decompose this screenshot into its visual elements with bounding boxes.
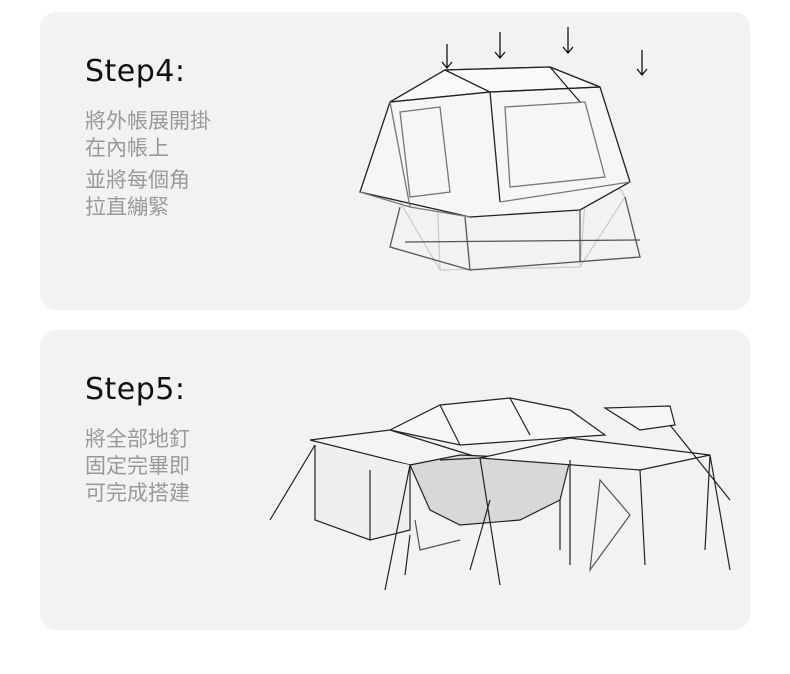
desc-line: 並將每個角 xyxy=(85,168,190,192)
step5-description: 將全部地釘固定完畢即可完成搭建 xyxy=(85,426,190,512)
desc-line: 將外帳展開掛 xyxy=(85,109,211,133)
desc-line: 在內帳上 xyxy=(85,136,169,160)
step4-title: Step4: xyxy=(85,54,186,89)
step4-card: Step4: 將外帳展開掛在內帳上 並將每個角拉直繃緊 xyxy=(40,12,750,310)
step4-description: 將外帳展開掛在內帳上 並將每個角拉直繃緊 xyxy=(85,108,211,226)
tent-flysheet-illustration xyxy=(359,27,648,271)
desc-line: 拉直繃緊 xyxy=(85,195,169,219)
desc-line: 可完成搭建 xyxy=(85,481,190,505)
desc-line: 固定完畢即 xyxy=(85,454,190,478)
desc-line: 將全部地釘 xyxy=(85,427,190,451)
tent-complete-illustration xyxy=(269,397,731,591)
step5-title: Step5: xyxy=(85,372,186,407)
step5-card: Step5: 將全部地釘固定完畢即可完成搭建 xyxy=(40,330,750,630)
